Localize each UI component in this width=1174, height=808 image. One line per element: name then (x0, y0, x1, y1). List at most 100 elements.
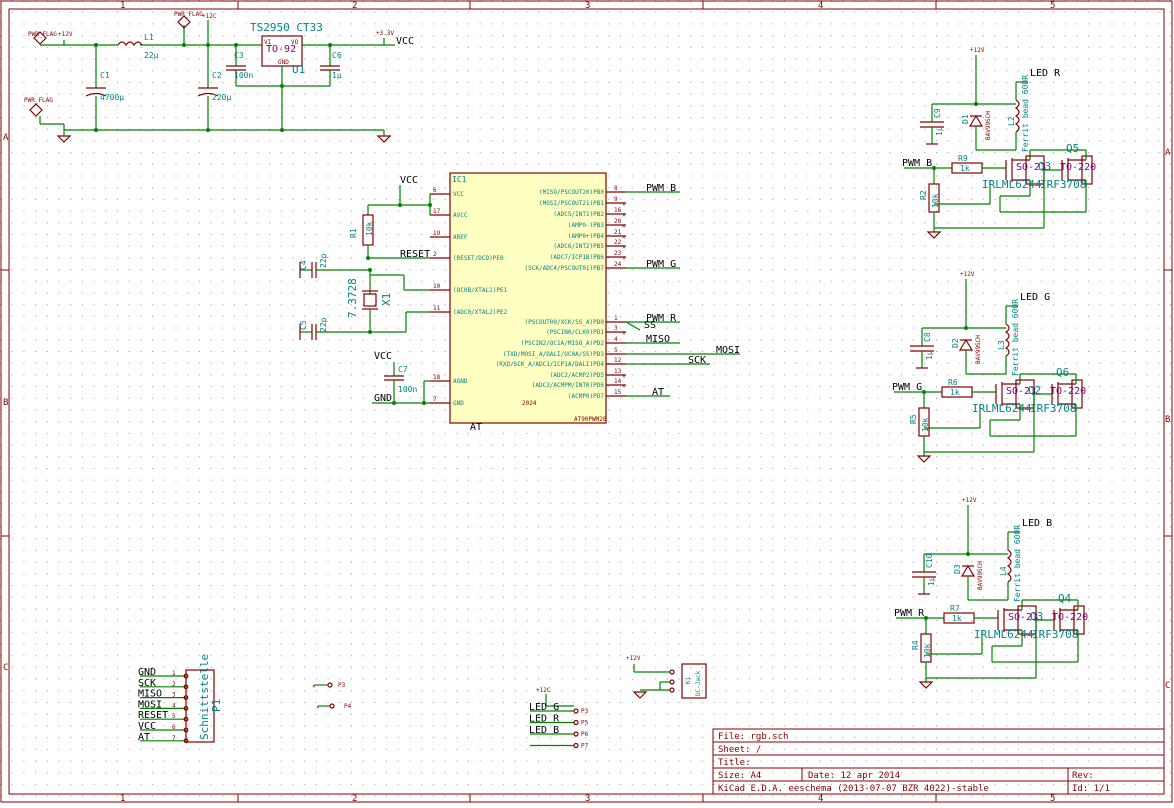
c1-value: 4700µ (100, 93, 124, 102)
mcu-pin-name: (RESET/DCD)PE0 (453, 255, 504, 262)
driver-cap-ref: C10 (925, 553, 934, 568)
mcu-pin-number: 1 (614, 315, 618, 322)
tb-id: Id: 1/1 (1072, 784, 1110, 794)
mcu-at-label: AT (470, 422, 482, 433)
c5-value: 22p (319, 317, 328, 332)
p1-net-label: RESET (138, 710, 168, 721)
c6-ref: C6 (332, 51, 342, 60)
col-5-bottom: 5 (1050, 794, 1055, 804)
p1-pin-number: 6 (172, 724, 176, 731)
pwr-flag-2-symbol (177, 15, 191, 29)
mcu-pin-number: 13 (614, 368, 622, 375)
mcu-pin-number: 21 (614, 229, 622, 236)
mcu-pin-name: AGND (453, 378, 468, 385)
col-2-bottom: 2 (352, 794, 357, 804)
driver-pwr-label: +12V (970, 47, 985, 54)
mcu-pin-name: (OC0B/XTAL1)PE1 (453, 287, 508, 294)
p1-pin-number: 1 (172, 670, 176, 677)
c4-value: 22p (319, 253, 328, 268)
driver-q2-package: TO-220 (1050, 386, 1086, 397)
x1-value: 7.3728 (346, 278, 359, 318)
mcu-pin-number: 24 (614, 261, 622, 268)
led-conn-ref: P7 (581, 743, 589, 750)
col-3-bottom: 3 (585, 794, 590, 804)
regulator-vi: VI (264, 39, 272, 46)
x1-ref: X1 (380, 293, 393, 306)
p1-pin-number: 7 (172, 735, 176, 742)
driver-q1-package: SO-23 (1016, 162, 1046, 173)
mcu-pin-number: 5 (614, 347, 618, 354)
driver-cap-value: 1µ (925, 350, 934, 360)
driver-diode-value: BAV99SCH (977, 561, 984, 590)
mcu-pin-number: 16 (614, 207, 622, 214)
no-connect-mark: × (622, 383, 626, 390)
mcu-pin-number: 22 (614, 239, 622, 246)
p1-net-label: AT (138, 732, 150, 743)
driver-pwm-label: PWM G (892, 382, 922, 393)
dc-jack-k1-body (681, 663, 707, 699)
c7-value: 100n (398, 385, 417, 394)
l1-value: 22µ (144, 51, 159, 60)
led-conn-pwr: +12C (536, 687, 551, 694)
c4-ref: C4 (299, 260, 308, 270)
driver-pull-value: 10k (921, 417, 930, 432)
led-conn-ref: P6 (581, 731, 589, 738)
driver-q1-name: IRLML6244 (974, 628, 1034, 641)
mcu-pin-name: (ADC2/ACMP2)PD5 (550, 372, 605, 379)
mcu-pin-number: 18 (433, 374, 441, 381)
l1-ref: L1 (144, 33, 154, 42)
row-a-left: A (3, 133, 9, 143)
tb-size: Size: A4 (718, 771, 761, 781)
led-conn-net: LED B (529, 725, 559, 736)
driver-inductor-value: Ferrit bead 600R (1011, 299, 1020, 376)
driver-res-ref: R6 (948, 378, 958, 387)
no-connect-mark: × (622, 255, 626, 262)
k1-name: DC-Jack (695, 670, 702, 696)
driver-diode-value: BAV99SCH (975, 335, 982, 364)
c1-ref: C1 (100, 71, 110, 80)
mcu-pin-number: 7 (433, 396, 437, 403)
pwr-flag-1-symbol (33, 31, 47, 45)
c3-ref: C3 (234, 51, 244, 60)
row-a-right: A (1165, 148, 1171, 158)
c7-ref: C7 (398, 365, 408, 374)
driver-inductor-ref: L3 (997, 340, 1006, 350)
driver-q1-package: SO-23 (1008, 612, 1038, 623)
driver-pull-ref: R2 (919, 190, 928, 200)
col-5-top: 5 (1050, 1, 1055, 11)
mcu-vcc-label: VCC (400, 175, 418, 186)
pwr-plus12-b: +12C (202, 13, 217, 20)
pwr-flag-2-label: PWR_FLAG (174, 11, 203, 18)
no-connect-mark: × (622, 373, 626, 380)
pwr-flag-1-label: PWR_FLAG (28, 31, 57, 38)
r1-value: 10k (365, 221, 374, 236)
miso-net-label: MISO (646, 334, 670, 345)
col-4-bottom: 4 (818, 794, 823, 804)
mcu-pin-number: 15 (614, 389, 622, 396)
driver-q2-package: TO-220 (1060, 162, 1096, 173)
mcu-pin-number: 8 (614, 185, 618, 192)
pwr-plus12-a: +12V (58, 31, 73, 38)
p1-net-label: MOSI (138, 699, 162, 710)
driver-inductor-ref: L2 (1007, 116, 1016, 126)
driver-q1-ref: Q3 (1038, 160, 1051, 173)
mcu-pin-number: 14 (614, 378, 622, 385)
gnd-icon (918, 681, 934, 689)
driver-q1-ref: Q2 (1028, 384, 1041, 397)
driver-q2-ref: Q4 (1058, 592, 1072, 605)
driver-inductor-symbol (1014, 99, 1020, 133)
c5-ref: C5 (299, 320, 308, 330)
r1-ref: R1 (349, 228, 358, 238)
p1-pin-number: 3 (172, 692, 176, 699)
led-conn-net: LED R (529, 714, 560, 725)
pwm-g-net-label: PWM G (646, 259, 676, 270)
led-conn-net: LED G (529, 702, 559, 713)
tb-date: Date: 12 apr 2014 (808, 771, 900, 781)
driver-pull-ref: R5 (909, 414, 918, 424)
mcu-pin-name: (PSCOUT00/XCK/SS_A)PD0 (525, 319, 605, 326)
driver-inductor-value: Ferrit bead 600R (1021, 75, 1030, 152)
driver-diode-ref: D2 (951, 338, 960, 348)
